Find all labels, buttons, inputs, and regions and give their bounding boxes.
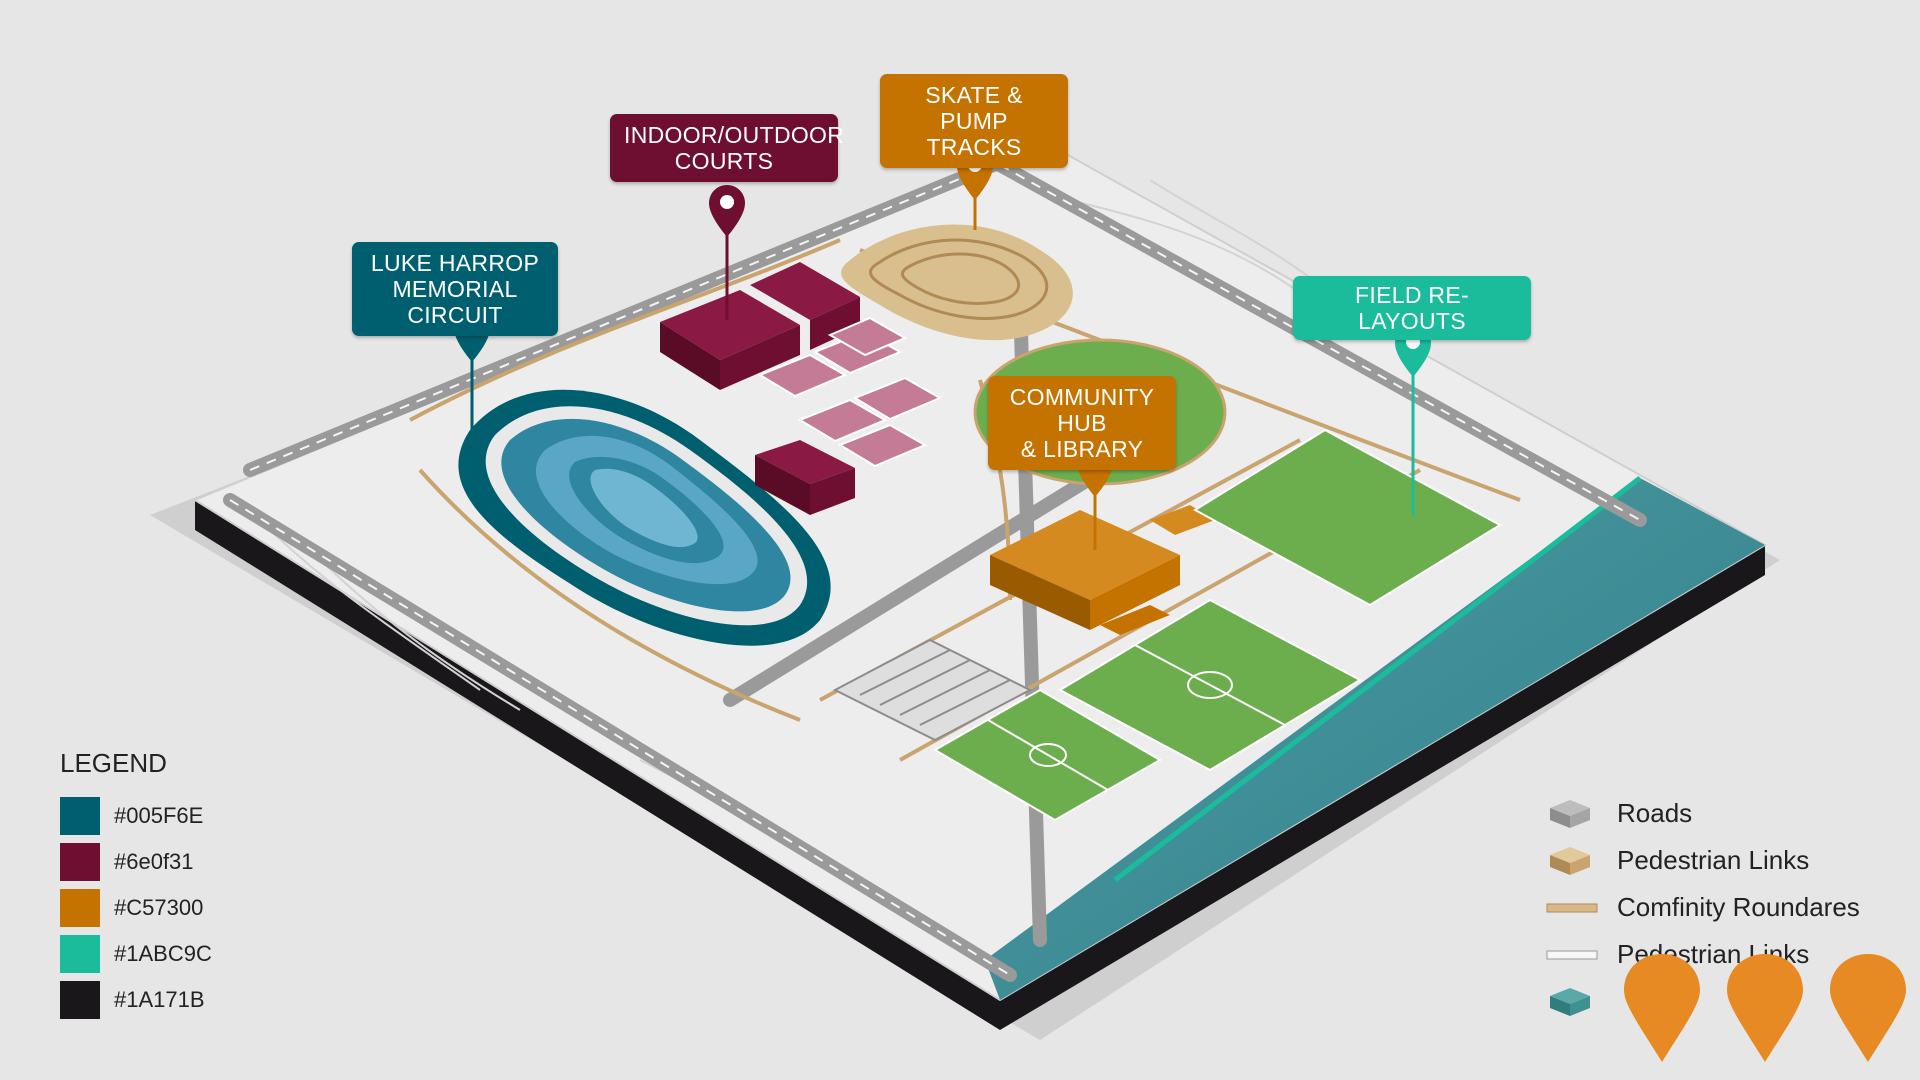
platform-side-left (195, 500, 1000, 1030)
callout-community-hub[interactable]: COMMUNITY HUB & LIBRARY (988, 376, 1176, 470)
parking-area (832, 638, 1033, 742)
key-item: Pedestrian Links (1535, 837, 1915, 884)
callout-community-hub-line2: & LIBRARY (1020, 436, 1144, 462)
callout-leaders (470, 195, 1415, 550)
location-marker-icon (1727, 954, 1803, 1062)
courts-buildings (660, 262, 860, 515)
legend-item: #6e0f31 (60, 839, 300, 885)
legend-swatch (60, 889, 100, 927)
legend-swatch (60, 935, 100, 973)
legend-label: #6e0f31 (114, 849, 194, 874)
legend-label: #1ABC9C (114, 941, 212, 966)
legend-label: #005F6E (114, 803, 204, 828)
callout-courts[interactable]: INDOOR/OUTDOOR COURTS (610, 114, 845, 182)
key-label: Pedestrian Links (1617, 845, 1810, 875)
platform-side-right (1000, 545, 1765, 1030)
legend-swatch (60, 843, 100, 881)
callout-luke-harrop[interactable]: LUKE HARROP MEMORIAL CIRCUIT (352, 242, 558, 336)
legend-item: #C57300 (60, 885, 300, 931)
legend-swatch (60, 797, 100, 835)
callout-luke-harrop-line2: MEMORIAL CIRCUIT (392, 276, 518, 328)
callout-luke-harrop-line1: LUKE HARROP (370, 250, 540, 276)
pin-courts-icon (709, 185, 745, 237)
white-line-icon (1546, 950, 1598, 959)
river (985, 478, 1765, 1000)
sports-fields (933, 428, 1502, 822)
callout-skate-line1: SKATE & (925, 82, 1023, 108)
location-marker-icon (1624, 954, 1700, 1062)
legend-item: #1ABC9C (60, 931, 300, 977)
key-label: Roads (1617, 798, 1693, 828)
grey-block-icon (1550, 799, 1590, 828)
callout-skate-line2: PUMP TRACKS (926, 108, 1022, 160)
teal-block-icon (1550, 987, 1590, 1016)
callout-community-hub-line1: COMMUNITY HUB (1009, 384, 1155, 436)
legend-label: #1A171B (114, 987, 205, 1012)
tan-line-icon (1546, 903, 1598, 912)
key-item (1535, 978, 1915, 1025)
callout-courts-line1: INDOOR/OUTDOOR (624, 122, 845, 148)
legend-item: #005F6E (60, 793, 300, 839)
key-item: Comfinity Roundares (1535, 884, 1915, 931)
memorial-circuit (458, 389, 831, 646)
river-bank-path (1113, 476, 1642, 882)
tan-block-icon (1550, 846, 1590, 875)
road-centerlines (229, 149, 1641, 976)
key-label: Comfinity Roundares (1617, 892, 1860, 922)
callout-courts-line2: COURTS (674, 148, 774, 174)
legend-item: #1A171B (60, 977, 300, 1023)
skate-pump-tracks (841, 224, 1073, 341)
location-marker-icon (1830, 954, 1906, 1062)
legend-title: LEGEND (60, 748, 167, 778)
outdoor-courts (757, 316, 943, 468)
legend: LEGEND #005F6E #6e0f31 #C57300 #1ABC9C #… (60, 748, 300, 1023)
legend-label: #C57300 (114, 895, 204, 920)
callout-field-relayouts[interactable]: FIELD RE-LAYOUTS (1293, 276, 1531, 340)
callout-field-relayouts-line1: FIELD RE-LAYOUTS (1355, 282, 1469, 334)
key-item: Roads (1535, 790, 1915, 837)
callout-skate[interactable]: SKATE & PUMP TRACKS (880, 74, 1068, 168)
community-hub-building (990, 505, 1215, 635)
legend-swatch (60, 981, 100, 1019)
